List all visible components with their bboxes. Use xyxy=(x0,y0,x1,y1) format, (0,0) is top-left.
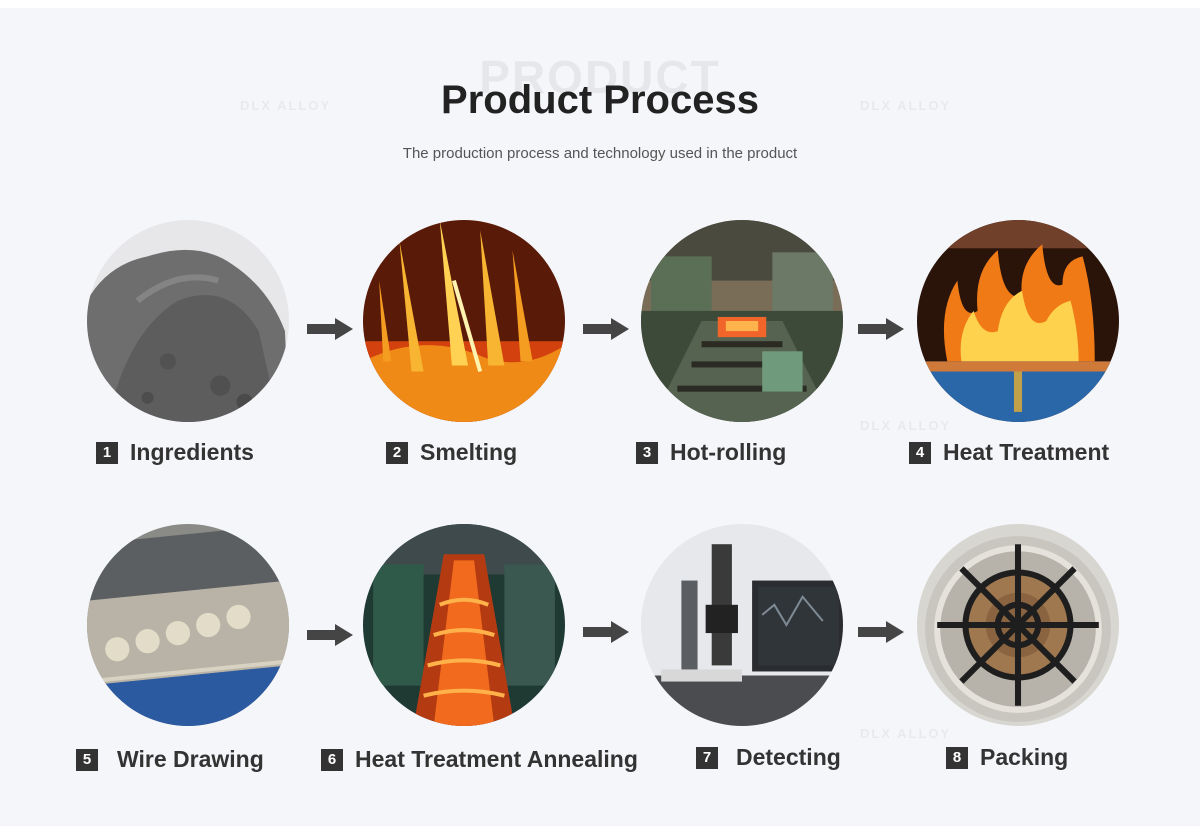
step-label-text: Hot-rolling xyxy=(670,439,787,465)
step-number-badge: 3 xyxy=(636,441,658,464)
arrow-right-icon xyxy=(307,624,353,646)
step-label-smelting: 2 Smelting xyxy=(386,439,517,466)
step-number-badge: 7 xyxy=(696,746,718,769)
step-number-badge: 5 xyxy=(76,748,98,771)
ingredients-photo xyxy=(87,220,289,422)
step-number-badge: 4 xyxy=(909,441,931,464)
page-title: Product Process xyxy=(441,78,759,122)
wire-drawing-photo xyxy=(87,524,289,726)
step-label-text: Detecting xyxy=(736,744,841,770)
arrow-right-icon xyxy=(858,621,904,643)
detecting-photo xyxy=(641,524,843,726)
annealing-photo xyxy=(363,524,565,726)
watermark-text: DLX ALLOY xyxy=(860,726,952,741)
heat-treatment-photo xyxy=(917,220,1119,422)
arrow-right-icon xyxy=(583,318,629,340)
step-label-detecting: 7 Detecting xyxy=(696,744,841,771)
step-label-hot-rolling: 3 Hot-rolling xyxy=(636,439,786,466)
step-label-text: Ingredients xyxy=(130,439,254,465)
step-number-badge: 8 xyxy=(946,746,968,769)
smelting-photo xyxy=(363,220,565,422)
step-label-text: Wire Drawing xyxy=(117,746,264,772)
step-label-text: Heat Treatment Annealing xyxy=(355,746,638,772)
step-label-text: Heat Treatment xyxy=(943,439,1110,465)
arrow-right-icon xyxy=(307,318,353,340)
page-subtitle: The production process and technology us… xyxy=(402,145,798,162)
step-number-badge: 1 xyxy=(96,441,118,464)
step-number-badge: 2 xyxy=(386,441,408,464)
watermark-text: DLX ALLOY xyxy=(860,418,952,433)
step-label-text: Packing xyxy=(980,744,1069,770)
arrow-right-icon xyxy=(858,318,904,340)
step-label-heat-treatment: 4 Heat Treatment xyxy=(909,439,1109,466)
step-label-wire-drawing: 5 Wire Drawing xyxy=(76,746,264,773)
watermark-text: DLX ALLOY xyxy=(240,98,332,113)
packing-photo xyxy=(917,524,1119,726)
step-label-text: Smelting xyxy=(420,439,518,465)
watermark-text: DLX ALLOY xyxy=(860,98,952,113)
background-heading-text: PRODUCT xyxy=(479,51,721,103)
content-panel: PRODUCT Product Process The production p… xyxy=(0,8,1200,826)
arrow-right-icon xyxy=(583,621,629,643)
step-number-badge: 6 xyxy=(321,748,343,771)
step-label-ingredients: 1 Ingredients xyxy=(96,439,254,466)
hot-rolling-photo xyxy=(641,220,843,422)
step-label-packing: 8 Packing xyxy=(946,744,1068,771)
step-label-annealing: 6 Heat Treatment Annealing xyxy=(321,746,638,773)
